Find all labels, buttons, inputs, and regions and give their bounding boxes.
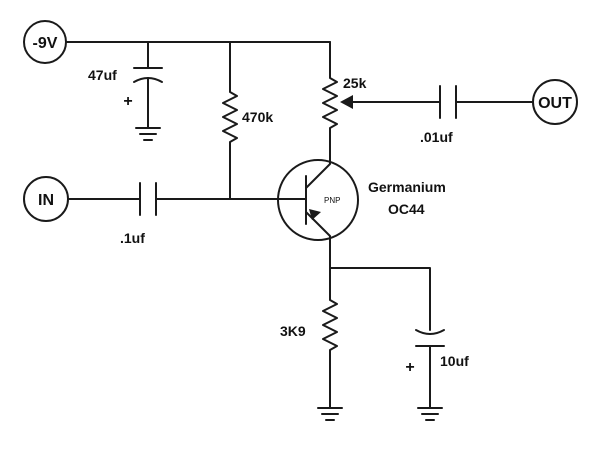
emitter-capacitor-polarity: + — [405, 359, 414, 376]
input-terminal: IN — [23, 176, 69, 222]
transistor-name-line1: Germanium — [368, 179, 446, 195]
collector-potentiometer-value: 25k — [343, 75, 367, 91]
emitter-resistor: 3K9 — [280, 267, 343, 421]
input-capacitor: .1uf — [120, 182, 157, 246]
output-capacitor-value: .01uf — [420, 129, 453, 145]
input-capacitor-value: .1uf — [120, 230, 145, 246]
output-terminal: OUT — [532, 79, 578, 125]
supply-capacitor-polarity: + — [123, 93, 132, 110]
output-capacitor: .01uf — [420, 85, 457, 145]
emitter-arrow — [309, 209, 321, 220]
supply-terminal-label: -9V — [33, 35, 58, 52]
bias-resistor-value: 470k — [242, 109, 273, 125]
output-terminal-label: OUT — [538, 95, 572, 112]
input-terminal-label: IN — [38, 192, 54, 209]
supply-capacitor-value: 47uf — [88, 67, 117, 83]
transistor-name-line2: OC44 — [388, 201, 425, 217]
emitter-capacitor-value: 10uf — [440, 353, 469, 369]
pnp-transistor: PNP Germanium OC44 — [277, 159, 446, 241]
bias-resistor: 470k — [222, 41, 273, 200]
emitter-wire — [329, 239, 431, 331]
potentiometer-wiper-arrow — [340, 95, 353, 109]
emitter-resistor-value: 3K9 — [280, 323, 306, 339]
supply-terminal: -9V — [23, 20, 67, 64]
emitter-capacitor: 10uf + — [405, 329, 469, 421]
supply-capacitor: 47uf + — [88, 41, 163, 141]
transistor-type-label: PNP — [324, 196, 340, 205]
collector-potentiometer: 25k — [322, 41, 367, 161]
